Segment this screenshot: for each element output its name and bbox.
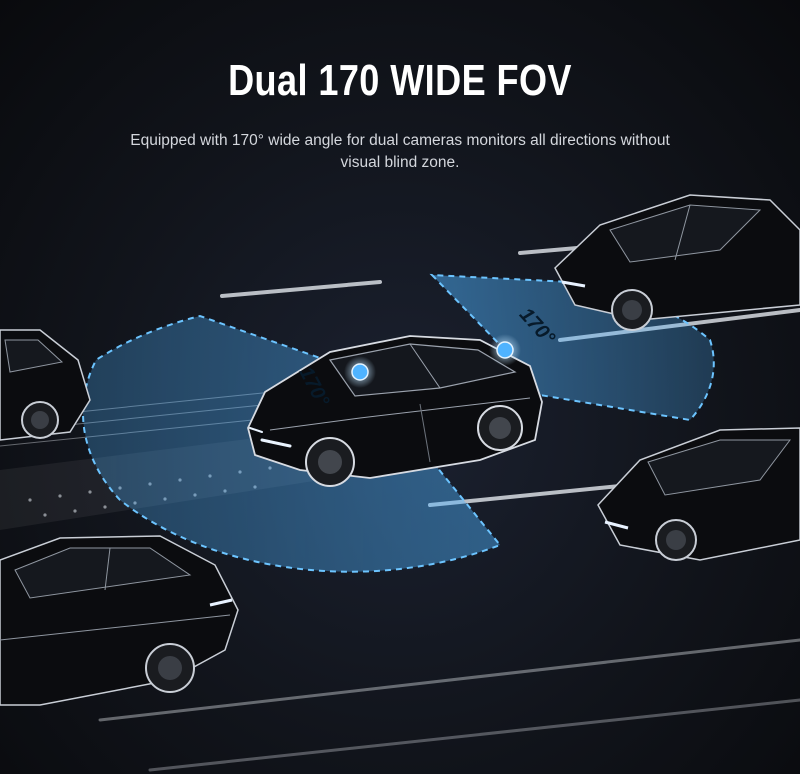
- front-camera-dot: [351, 363, 369, 381]
- rear-camera-dot: [496, 341, 514, 359]
- page-subtitle: Equipped with 170° wide angle for dual c…: [130, 132, 670, 171]
- car-left-back: [0, 329, 91, 441]
- car-bottom-left: [0, 535, 239, 706]
- page-title: Dual 170 WIDE FOV: [228, 56, 572, 105]
- car-right-top: [554, 194, 800, 331]
- main-car: [247, 335, 543, 487]
- car-right-middle: [597, 427, 800, 561]
